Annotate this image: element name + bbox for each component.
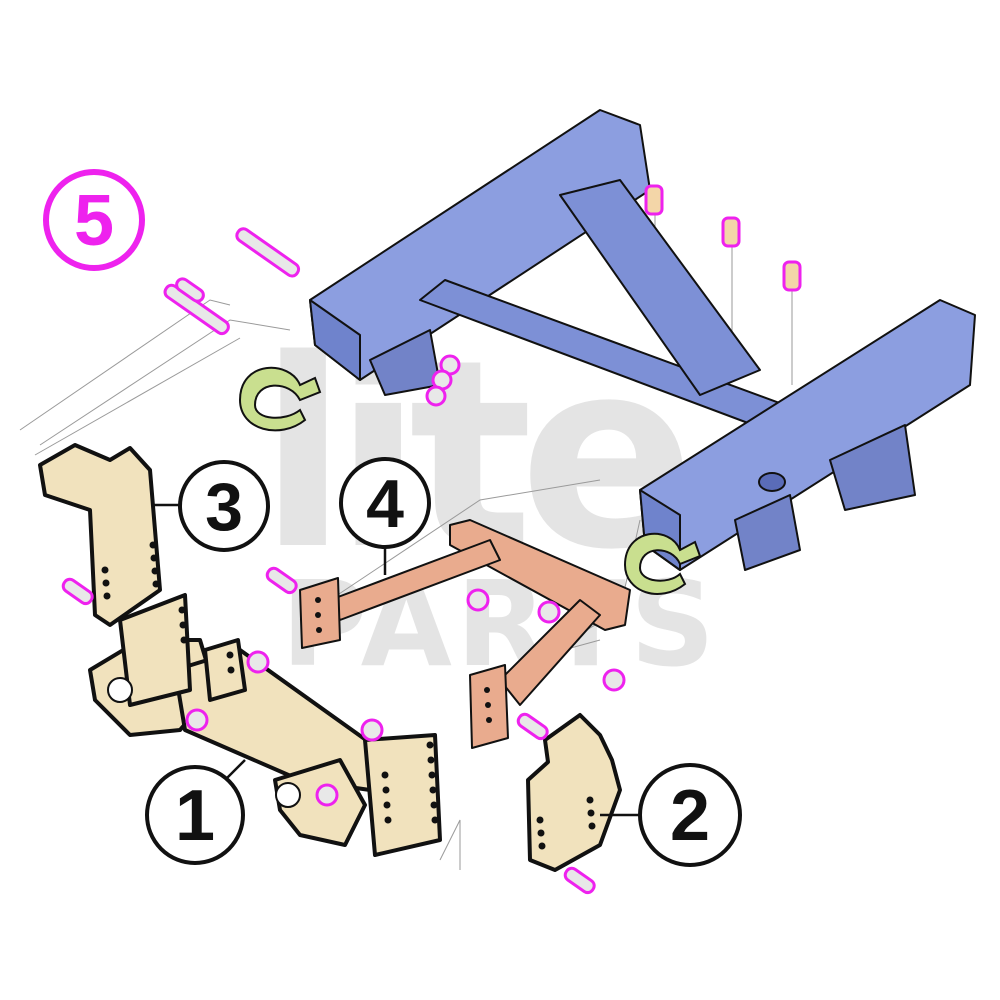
nut-brace-3 [602, 668, 626, 692]
tow-hook-left [238, 366, 322, 432]
pin-upper [235, 227, 301, 278]
part-2-side-plate [526, 713, 622, 872]
hardware-highlights [61, 184, 802, 895]
bolt-part3 [61, 577, 94, 606]
callout-part-1-label: 1 [175, 776, 215, 856]
pin-left-b [175, 277, 205, 303]
callout-hardware-5-label: 5 [74, 181, 114, 261]
bolt-brace-right [516, 712, 549, 741]
nut-brace-1 [466, 588, 490, 612]
callout-part-1: 1 [145, 765, 245, 865]
nut-bracket-2 [185, 708, 209, 732]
callout-part-4-label: 4 [366, 466, 404, 542]
bolt-brace-left [265, 566, 298, 595]
tow-hook-right [623, 532, 702, 595]
vehicle-frame [309, 109, 976, 571]
part-3-side-plate [38, 443, 162, 627]
callout-part-2: 2 [638, 763, 742, 867]
pin-left-a [163, 283, 230, 336]
stud-2 [721, 216, 741, 248]
plate-holes [101, 541, 596, 850]
nut-bracket-4 [315, 783, 339, 807]
stud-3 [782, 260, 802, 292]
nut-bracket-3 [360, 718, 384, 742]
part-4-brace [299, 519, 631, 749]
nut-bracket-1 [246, 650, 270, 674]
nut-brace-2 [537, 600, 561, 624]
callout-leaders [152, 503, 640, 817]
callout-part-3-label: 3 [205, 469, 243, 545]
callout-part-2-label: 2 [670, 776, 710, 856]
nut-frame-3 [425, 385, 447, 407]
tow-hooks [238, 366, 702, 595]
callout-part-3: 3 [178, 460, 270, 552]
callout-part-4: 4 [339, 457, 431, 549]
bolt-part2 [563, 866, 596, 895]
callout-hardware-5: 5 [43, 169, 145, 271]
stud-1 [644, 184, 664, 216]
